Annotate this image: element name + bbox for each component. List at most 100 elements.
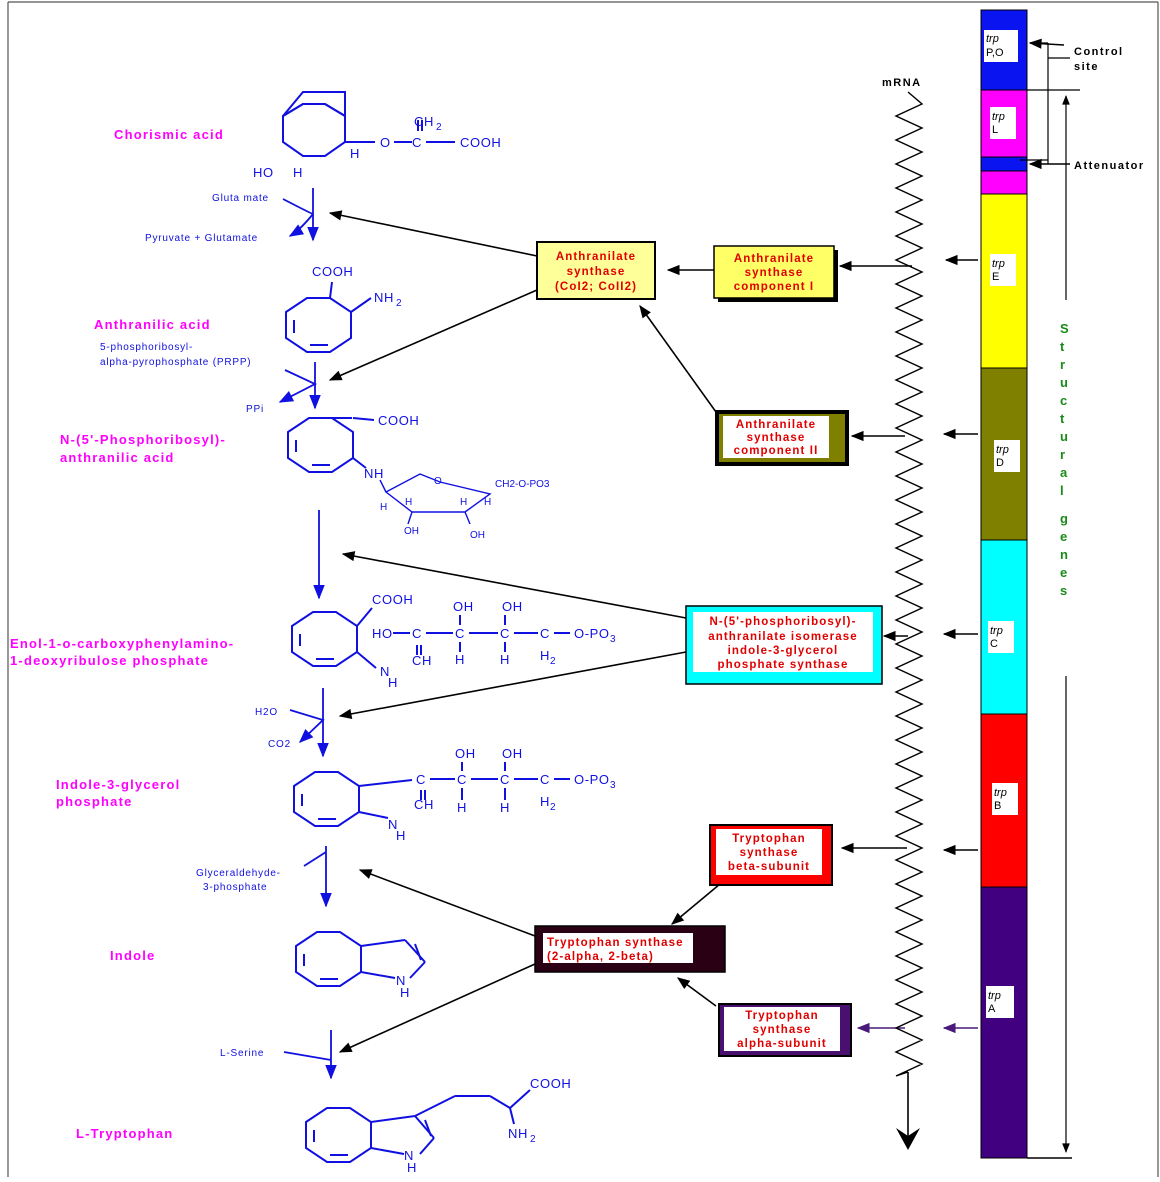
gene-segment-L2 [980,170,1028,195]
svg-text:H: H [484,497,491,508]
structural-letter: t [1060,339,1065,354]
gene-L-trp: trp [992,111,1005,123]
svg-text:3: 3 [610,780,616,791]
arrow-pri-to-step4 [338,651,687,719]
enzyme-tryptophan-synthase-beta: Tryptophan synthase beta-subunit [709,824,833,886]
enzyme-anthranilate-synthase-component-ii: Anthranilate synthase component II [715,410,849,466]
enzyme-tsb-line1: Tryptophan [732,833,806,845]
svg-text:O: O [380,135,391,150]
side-prpp-line1: 5-phosphoribosyl- [100,342,193,353]
enzyme-tsa-line1: Tryptophan [745,1010,819,1022]
enzyme-asc1-line1: Anthranilate [734,253,814,265]
svg-text:2: 2 [436,122,442,133]
svg-text:H: H [396,828,406,843]
compound-indole: Indole [110,948,155,963]
structural-letter: r [1060,357,1065,372]
enzyme-as-line3: (CoI2; CoII2) [555,281,637,293]
pra-structure: COOH NH O CH2-O-PO3 H H H H OH OH [287,413,550,541]
svg-text:H: H [457,800,467,815]
svg-text:COOH: COOH [312,264,353,279]
enzyme-tryptophan-synthase: Tryptophan synthase (2-alpha, 2-beta) [534,925,726,973]
side-pyruvate-glutamate: Pyruvate + Glutamate [145,233,258,244]
arrow-asc2-to-as [639,304,717,413]
svg-text:C: C [412,135,422,150]
svg-text:2: 2 [550,802,556,813]
svg-text:CH: CH [414,797,434,812]
compound-cdrp-line2: 1-deoxyribulose phosphate [10,653,209,668]
gene-E-label: E [992,271,999,283]
svg-text:COOH: COOH [378,413,419,428]
svg-text:C: C [412,626,422,641]
svg-text:C: C [540,772,550,787]
svg-text:H: H [500,652,510,667]
svg-text:C: C [500,772,510,787]
arrow-tsa-to-ts [676,977,717,1007]
enzyme-pra-isomerase-igp-synthase: N-(5'-phosphoribosyl)- anthranilate isom… [685,605,883,685]
control-site-line2: site [1074,61,1099,73]
enzyme-tsb-line3: beta-subunit [728,861,810,873]
structural-letter: a [1060,465,1068,480]
genes-letter: g [1060,511,1068,526]
svg-text:N: N [380,664,390,679]
side-h2o: H2O [255,707,278,718]
enzyme-tryptophan-synthase-alpha: Tryptophan synthase alpha-subunit [718,1003,852,1057]
svg-text:C: C [540,626,550,641]
genes-letter: e [1060,529,1067,544]
svg-text:H: H [540,648,550,663]
svg-text:COOH: COOH [530,1076,571,1091]
enzyme-ts-line1: Tryptophan synthase [547,937,684,949]
compound-igp-line2: phosphate [56,794,133,809]
svg-text:CH: CH [412,653,432,668]
compound-chorismic-acid: Chorismic acid [114,127,224,142]
structural-letter: c [1060,393,1067,408]
svg-text:3: 3 [610,634,616,645]
gene-D-label: D [996,457,1004,469]
gene-A-label: A [988,1003,996,1015]
svg-text:H: H [400,985,410,1000]
svg-text:O: O [434,476,442,487]
mrna-label: mRNA [882,77,922,89]
compound-cdrp-line1: Enol-1-o-carboxyphenylamino- [10,636,234,651]
gene-C-trp: trp [990,625,1003,637]
svg-text:CH2-O-PO3: CH2-O-PO3 [495,479,550,490]
svg-text:C: C [455,626,465,641]
compound-pra-line2: anthranilic acid [60,450,175,465]
enzyme-asc2-line3: component II [734,445,819,457]
svg-text:OH: OH [453,599,474,614]
svg-text:2: 2 [530,1134,536,1145]
svg-text:OH: OH [470,530,485,541]
gene-po-label: P,O [986,47,1004,59]
compound-pra-line1: N-(5'-Phosphoribosyl)- [60,432,226,447]
gene-B-label: B [994,800,1001,812]
svg-text:H: H [460,497,467,508]
svg-text:NH: NH [374,290,394,305]
gene-segment-attenuator [980,156,1028,172]
svg-text:OH: OH [502,599,523,614]
svg-text:H: H [388,675,398,690]
enzyme-pri-line3: indole-3-glycerol [728,645,839,657]
structural-letter: t [1060,411,1065,426]
enzyme-pri-line1: N-(5'-phosphoribosyl)- [709,616,856,628]
svg-text:O-PO: O-PO [574,772,610,787]
structural-letter: u [1060,375,1068,390]
gene-C-label: C [990,638,998,650]
enzyme-anthranilate-synthase: Anthranilate synthase (CoI2; CoII2) [536,241,656,300]
enzyme-tsb-line2: synthase [740,847,799,859]
compound-igp-line1: Indole-3-glycerol [56,777,180,792]
enzyme-pri-line4: phosphate synthase [718,659,849,671]
g3p-side-line [303,851,327,867]
enzyme-asc2-line2: synthase [747,432,806,444]
serine-side-line [283,1051,332,1061]
side-prpp-line2: alpha-pyrophosphate (PRPP) [100,357,251,368]
svg-text:NH: NH [508,1126,528,1141]
svg-text:H: H [350,146,360,161]
svg-text:H: H [455,652,465,667]
svg-text:O-PO: O-PO [574,626,610,641]
svg-text:OH: OH [455,746,476,761]
